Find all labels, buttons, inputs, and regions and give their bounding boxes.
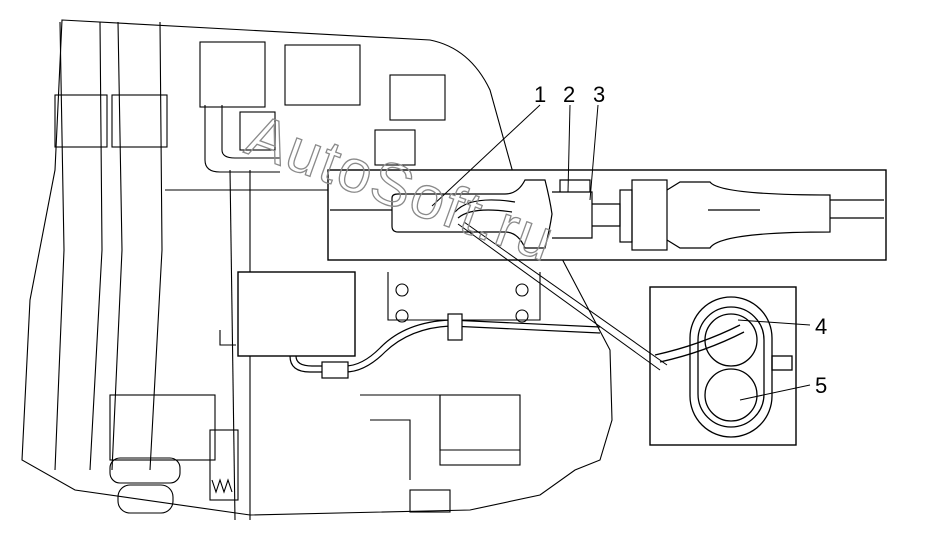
background-assembly — [21, 19, 613, 521]
control-box — [237, 271, 356, 357]
callout-3: 3 — [593, 82, 605, 107]
callout-5: 5 — [815, 373, 827, 398]
connector-face-inset — [649, 286, 797, 446]
connector-detail-inset — [327, 169, 887, 261]
callout-4: 4 — [815, 314, 827, 339]
wiring-harness — [289, 313, 601, 379]
leader-lines — [431, 104, 811, 401]
callout-2: 2 — [563, 82, 575, 107]
callout-1: 1 — [534, 82, 546, 107]
